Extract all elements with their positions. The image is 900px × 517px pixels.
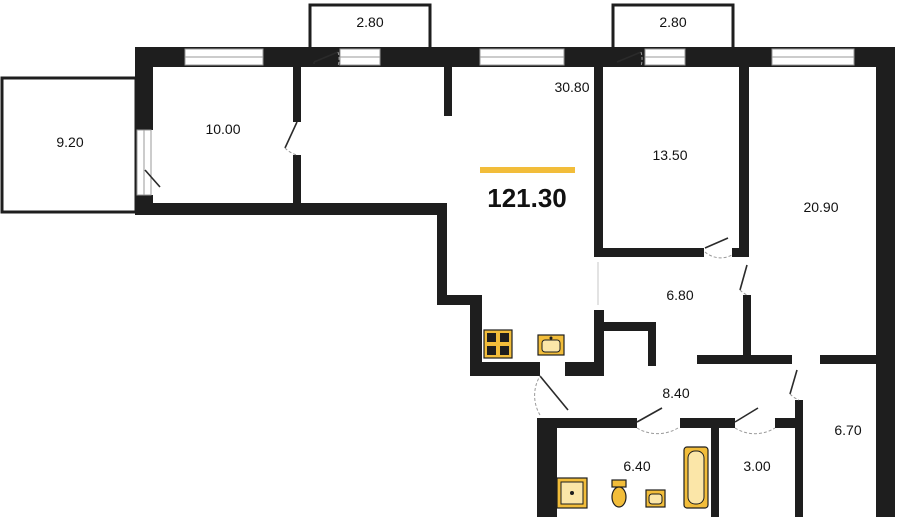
room-area-bathroom: 6.40: [623, 458, 650, 474]
exterior-walls: [135, 47, 895, 517]
total-accent-bar: [480, 167, 575, 173]
balcony-right: [611, 3, 735, 50]
kitchen-stove-icon: [483, 329, 513, 359]
room-area-loggia: 9.20: [56, 134, 83, 150]
total-area-label: 121.30: [487, 183, 567, 213]
toilet-icon: [611, 479, 627, 508]
bathtub-icon: [683, 446, 709, 509]
kitchen-sink-icon: [537, 334, 565, 356]
room-area-storage: 6.70: [834, 422, 861, 438]
windows: [136, 48, 855, 196]
room-area-living-kitchen: 30.80: [554, 79, 589, 95]
loggia-outline: [0, 76, 138, 214]
shower-tray-icon: [556, 477, 588, 509]
room-area-wc: 3.00: [743, 458, 770, 474]
room-area-hall-upper: 6.80: [666, 287, 693, 303]
room-area-hall-lower: 8.40: [662, 385, 689, 401]
washbasin-icon: [645, 489, 666, 508]
balcony-left: [308, 3, 432, 50]
doors: [144, 51, 800, 435]
room-area-bedroom-middle: 13.50: [652, 147, 687, 163]
room-area-bedroom-right: 20.90: [803, 199, 838, 215]
room-area-balcony-right: 2.80: [659, 14, 686, 30]
room-area-balcony-left: 2.80: [356, 14, 383, 30]
room-area-bedroom-left: 10.00: [205, 121, 240, 137]
interior-walls: [293, 50, 890, 517]
